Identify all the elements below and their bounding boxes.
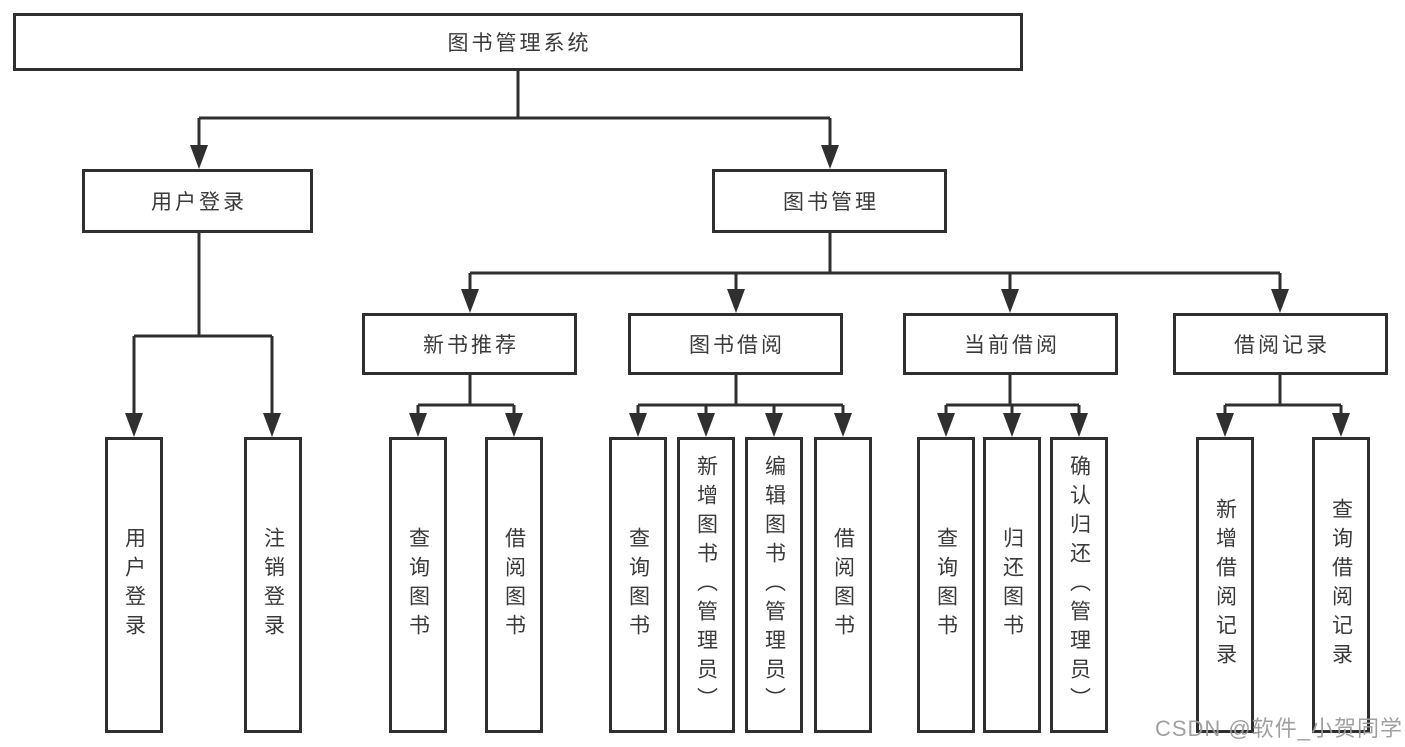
node-current-borrow: 当前借阅	[903, 313, 1118, 375]
leaf-borrow-edit-books-admin: 编辑图书（管理员）	[745, 437, 803, 733]
leaf-borrow-add-books-admin: 新增图书（管理员）	[677, 437, 735, 733]
node-book-management: 图书管理	[712, 169, 947, 233]
node-new-book-recommend: 新书推荐	[362, 313, 577, 375]
leaf-current-return-books: 归还图书	[983, 437, 1041, 733]
leaf-newbook-borrow-books: 借阅图书	[485, 437, 543, 733]
leaf-borrow-borrow-books: 借阅图书	[814, 437, 872, 733]
csdn-watermark: CSDN @软件_小贺同学	[1154, 716, 1403, 741]
leaf-current-query-books: 查询图书	[917, 437, 975, 733]
leaf-record-add: 新增借阅记录	[1196, 437, 1254, 733]
leaf-current-confirm-return-admin: 确认归还（管理员）	[1050, 437, 1108, 733]
leaf-borrow-query-books: 查询图书	[609, 437, 667, 733]
node-root: 图书管理系统	[13, 13, 1023, 71]
arrowhead-icons	[125, 145, 1350, 437]
leaf-record-query: 查询借阅记录	[1312, 437, 1370, 733]
leaf-logout-login: 注销登录	[244, 437, 302, 733]
leaf-newbook-query-books: 查询图书	[389, 437, 447, 733]
node-book-borrow: 图书借阅	[628, 313, 843, 375]
node-user-login: 用户登录	[82, 169, 313, 233]
node-borrow-records: 借阅记录	[1173, 313, 1388, 375]
leaf-user-login: 用户登录	[105, 437, 163, 733]
